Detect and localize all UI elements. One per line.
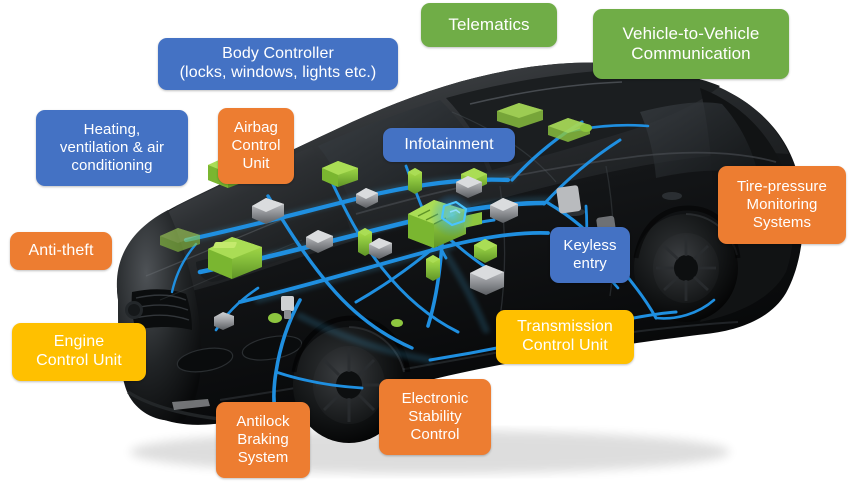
- label-text: Infotainment: [404, 135, 494, 153]
- wireless-glow-icon: [430, 193, 474, 237]
- label-text: Anti-theft: [28, 241, 94, 259]
- label-infotainment[interactable]: Infotainment: [383, 128, 515, 162]
- label-text: Telematics: [448, 14, 530, 34]
- label-body-controller[interactable]: Body Controller(locks, windows, lights e…: [158, 38, 398, 90]
- label-telematics[interactable]: Telematics: [421, 3, 557, 47]
- car-front-wheel: [293, 326, 405, 443]
- car-rear-wheel: [634, 213, 738, 322]
- label-anti-theft[interactable]: Anti-theft: [10, 232, 112, 270]
- label-text: Body Controller(locks, windows, lights e…: [179, 45, 377, 81]
